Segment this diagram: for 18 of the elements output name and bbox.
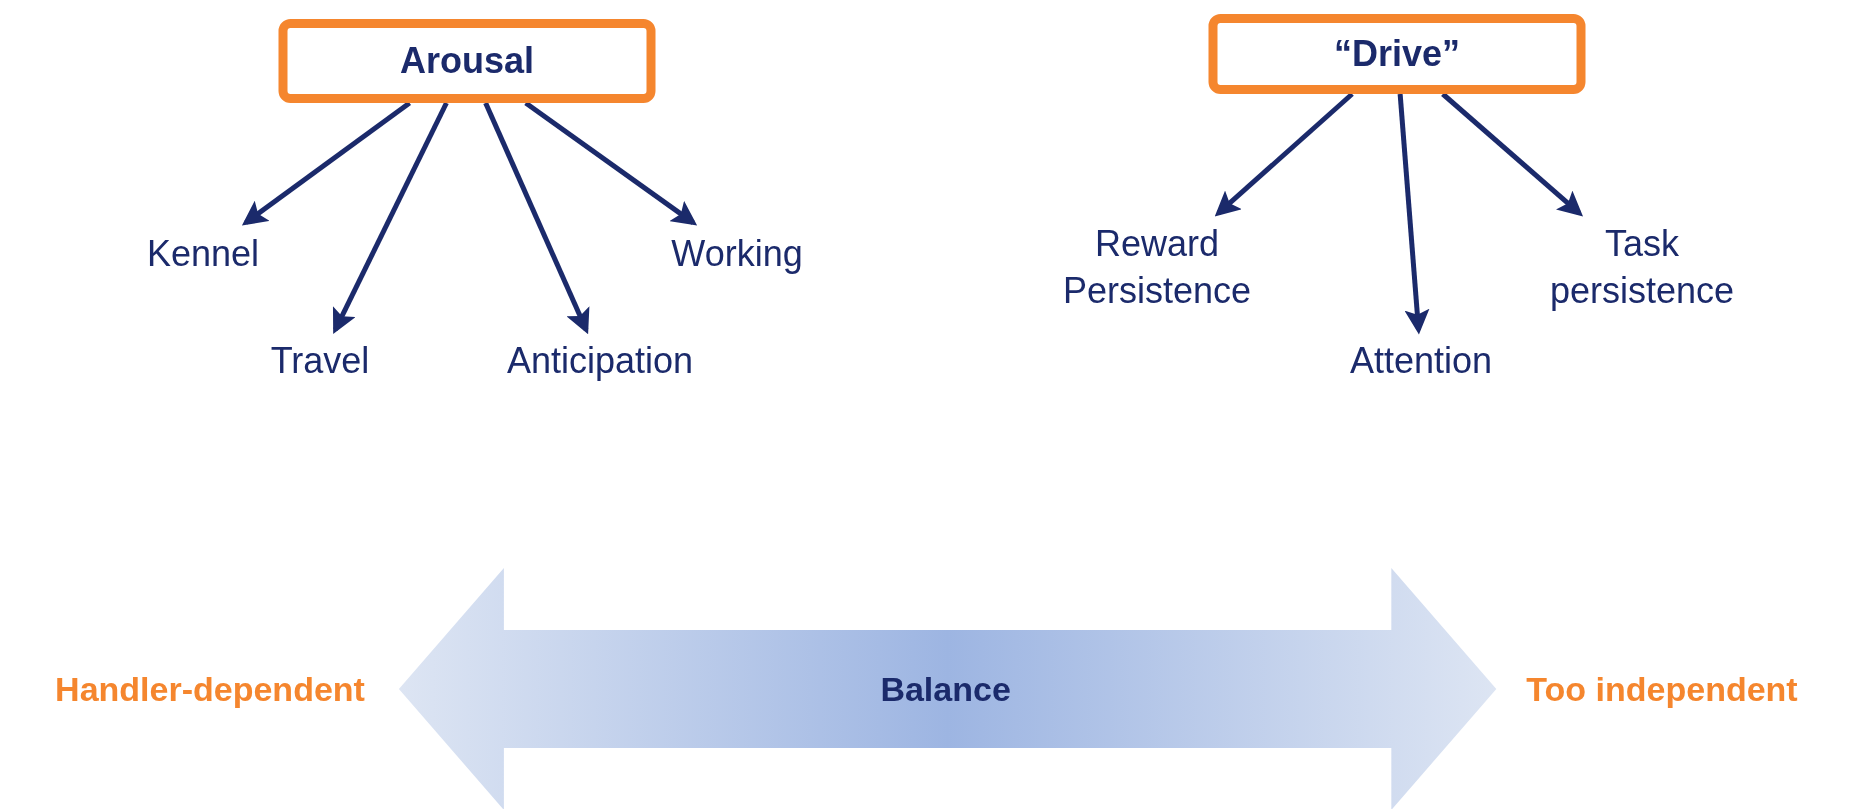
arrow [1441,92,1584,217]
title-box: “Drive” [1208,14,1586,94]
scale-end-label: Too independent [1526,666,1798,712]
factor-label: Reward Persistence [1047,221,1267,315]
factor-label: Attention [1349,337,1493,385]
factor-label: Anticipation [506,337,694,385]
arrow [483,102,590,335]
title-box: Arousal [278,19,656,103]
double-arrow [398,568,1497,809]
arrow [241,101,412,226]
factor-label: Task persistence [1527,221,1757,315]
factor-label: Travel [270,337,370,385]
scale-end-label: Handler-dependent [55,666,365,712]
edge-label: Balance [880,669,1011,709]
factor-label: Kennel [146,230,260,278]
arrow [332,101,449,335]
factor-label: Working [671,230,803,278]
arrow [1397,93,1430,335]
